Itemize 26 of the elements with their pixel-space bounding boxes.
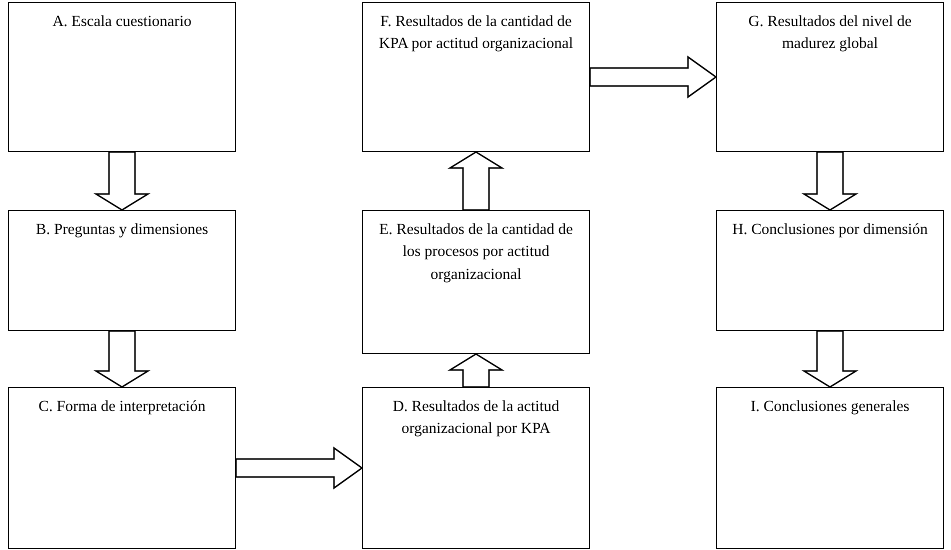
process-box	[8, 210, 236, 331]
block-arrow	[801, 151, 859, 211]
box-label: E. Resultados de la cantidad de los procesos por actitud organizacional	[378, 220, 574, 285]
box-label: I. Conclusiones generales	[750, 397, 910, 417]
box-label: A. Escala cuestionario	[51, 12, 192, 32]
process-box	[362, 2, 590, 152]
box-label: B. Preguntas y dimensiones	[34, 220, 210, 240]
process-box	[716, 387, 944, 549]
block-arrow	[93, 330, 151, 388]
process-box	[362, 387, 590, 549]
block-arrow	[93, 151, 151, 211]
box-label: G. Resultados del nivel de madurez global	[747, 12, 913, 54]
box-label: H. Conclusiones por dimensión	[731, 220, 929, 240]
process-box	[716, 210, 944, 331]
process-box	[8, 387, 236, 549]
box-label: D. Resultados de la actitud organizacional por KPA	[392, 397, 560, 440]
block-arrow	[447, 151, 505, 211]
block-arrow	[801, 330, 859, 388]
process-box	[8, 2, 236, 152]
process-box	[362, 210, 590, 354]
block-arrow	[447, 353, 505, 388]
process-box	[716, 2, 944, 152]
block-arrow	[589, 56, 718, 98]
box-label: F. Resultados de la cantidad de KPA por actitud organizacional	[378, 12, 574, 54]
block-arrow	[235, 446, 364, 490]
box-label: C. Forma de interpretación	[37, 397, 206, 417]
